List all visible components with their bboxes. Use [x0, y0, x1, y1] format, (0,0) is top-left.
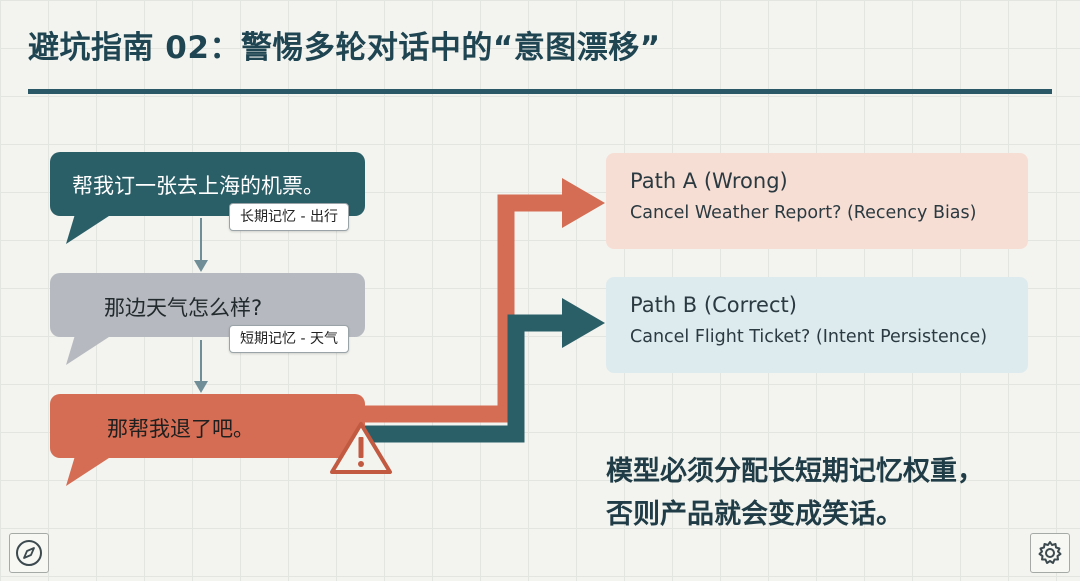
path-b-arrow	[365, 298, 605, 443]
path-b-subtitle: Cancel Flight Ticket? (Intent Persistenc…	[630, 327, 988, 347]
dialogue-text-2: 那边天气怎么样?	[104, 296, 263, 320]
dialogue-bubble-3	[50, 394, 365, 486]
dialogue-text-1: 帮我订一张去上海的机票。	[72, 174, 324, 198]
conclusion-line-2: 否则产品就会变成笑话。	[606, 499, 903, 530]
flow-arrow-1	[194, 218, 208, 272]
title-divider	[28, 89, 1052, 94]
gear-icon	[1038, 541, 1062, 564]
path-a-title: Path A (Wrong)	[630, 169, 788, 193]
path-b-title: Path B (Correct)	[630, 293, 797, 317]
compass-icon	[16, 540, 42, 566]
dialogue-bubble-1	[50, 152, 365, 244]
dialogue-text-3: 那帮我退了吧。	[107, 417, 254, 441]
dialogue-bubble-2	[50, 273, 365, 365]
settings-button[interactable]	[1030, 533, 1070, 573]
compass-button[interactable]	[9, 533, 49, 573]
path-a-subtitle: Cancel Weather Report? (Recency Bias)	[630, 203, 977, 223]
conclusion-line-1: 模型必须分配长短期记忆权重，	[606, 456, 984, 487]
page-title: 避坑指南 02：警惕多轮对话中的“意图漂移”	[28, 30, 661, 66]
memory-tag-short-term: 短期记忆 - 天气	[229, 325, 349, 353]
path-a-arrow	[365, 178, 605, 423]
memory-tag-long-term: 长期记忆 - 出行	[229, 203, 349, 231]
path-a-card: Path A (Wrong) Cancel Weather Report? (R…	[606, 153, 1028, 249]
warning-triangle-icon	[330, 422, 392, 474]
path-b-card: Path B (Correct) Cancel Flight Ticket? (…	[606, 277, 1028, 373]
flow-arrow-2	[194, 340, 208, 393]
conclusion-text: 模型必须分配长短期记忆权重， 否则产品就会变成笑话。	[606, 450, 984, 536]
